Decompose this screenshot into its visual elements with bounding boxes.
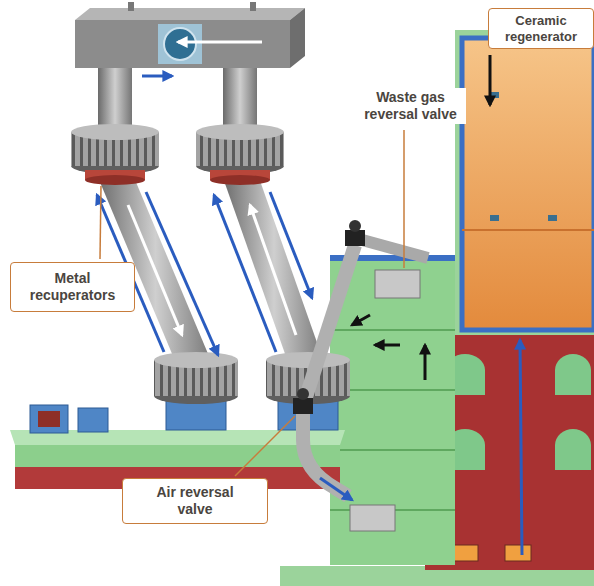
air-duct [297, 388, 309, 400]
leader-line [235, 416, 295, 476]
valve-housing [352, 315, 370, 325]
valve-housing [330, 255, 455, 565]
flow-arrow [250, 205, 296, 335]
air-duct [293, 220, 428, 500]
header-duct [128, 2, 134, 11]
header-duct [75, 20, 290, 68]
header-duct [75, 8, 305, 20]
header-duct [75, 2, 305, 140]
regenerator-building [520, 340, 522, 555]
flow-arrow [270, 192, 312, 298]
valve-housing [330, 255, 455, 565]
recuperator-base [78, 408, 108, 432]
regenerator-building [505, 545, 531, 561]
air-duct [345, 230, 365, 246]
recuperator-column [222, 175, 326, 368]
recuperator-column [85, 175, 145, 185]
callout-text: Metal recuperators [25, 270, 120, 304]
flow-arrow [146, 192, 218, 355]
regenerator-building [555, 429, 591, 470]
callout-text: Ceramic regenerator [499, 13, 583, 44]
valve-housing [330, 449, 455, 451]
header-duct [290, 8, 305, 68]
regenerator-building [462, 38, 594, 330]
recuperator-base [15, 445, 340, 467]
flow-arrow [128, 205, 182, 335]
air-duct [349, 220, 361, 232]
air-duct [305, 245, 355, 400]
regenerator-building [548, 215, 557, 221]
recuperator-base [10, 398, 345, 489]
leader-line [100, 186, 101, 259]
regenerator-building [490, 215, 499, 221]
recuperator-column [266, 352, 350, 368]
recuperator-base [30, 405, 68, 433]
air-duct [355, 238, 428, 258]
header-duct [178, 41, 262, 44]
air-duct [293, 398, 313, 414]
recuperator-column [154, 352, 238, 368]
valve-housing [424, 345, 427, 380]
regenerator-building [452, 545, 478, 561]
air-duct [320, 478, 352, 500]
flow-arrow [214, 195, 276, 352]
header-duct [158, 24, 202, 64]
recuperator-column [71, 124, 159, 140]
header-duct [250, 2, 256, 11]
regenerator-building [489, 55, 492, 105]
valve-housing [375, 270, 420, 298]
regenerator-building [555, 354, 591, 395]
regenerator-building [455, 30, 594, 335]
callout-box: Ceramic regenerator [488, 8, 594, 49]
callout-box: Metal recuperators [10, 262, 135, 312]
valve-housing [330, 329, 455, 331]
valve-housing [350, 505, 395, 531]
callout-box: Air reversal valve [122, 478, 268, 524]
regenerator-building [280, 30, 594, 586]
recuperator-column [210, 175, 270, 185]
leader-line [100, 130, 404, 476]
part-label: Waste gas reversal valve [355, 88, 466, 124]
header-duct [164, 28, 196, 60]
callout-text: Air reversal valve [145, 484, 245, 518]
header-duct [142, 75, 172, 78]
valve-housing [375, 344, 400, 347]
recuperator-column [196, 124, 284, 140]
regenerator-building [462, 229, 594, 231]
recuperator-base [38, 411, 60, 427]
leader-line [403, 130, 405, 268]
